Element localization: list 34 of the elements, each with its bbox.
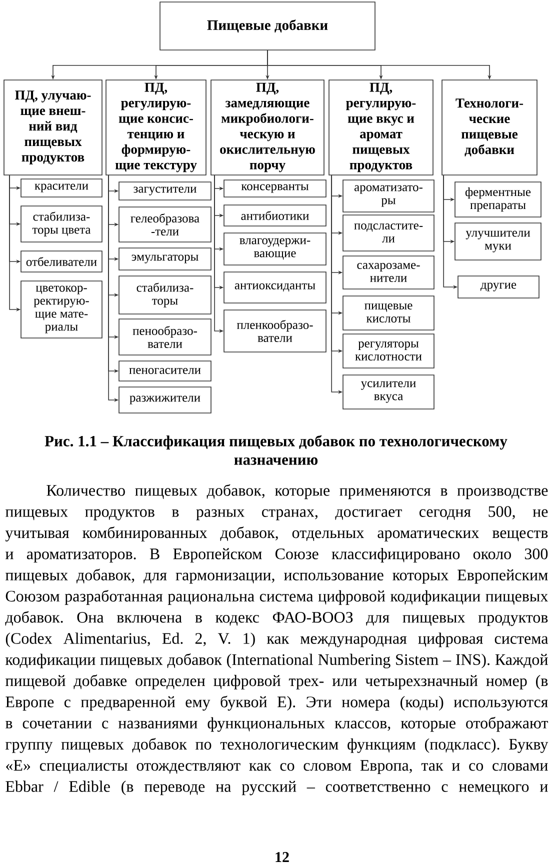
figure-caption: Рис. 1.1 – Классификация пищевых добавок по технологическому назначению (44, 435, 508, 465)
item-box: эмульгаторы (118, 248, 212, 270)
item-box: пленкообразо- ватели (224, 310, 326, 352)
category-box: Технологи- ческие пищевые добавки (442, 80, 538, 176)
category-box: ПД, регулирую- щие вкус и аромат пищевых продуктов (328, 80, 434, 176)
item-box: антибиотики (224, 204, 326, 226)
item-box: пищевые кислоты (342, 296, 434, 330)
item-box: ароматизато- ры (342, 180, 434, 212)
item-box: усилители вкуса (342, 374, 434, 410)
category-box: ПД, регулирую- щие консис- тенцию и формирую- щие текстуру (106, 80, 206, 176)
item-box: отбеливатели (20, 250, 102, 272)
body-paragraph: Количество пищевых добавок, которые применяются в производстве пищевых продуктов в разных странах, достигает сегодня 500, не учитывая комбинированных добавок, отдельных ароматических веществ и ароматизаторов. В Европейском Союзе классифицировано около 300 пищевых добавок, для гармонизации, использование которых Европейским Союзом разработанная рациональна система цифровой кодификации пищевых добавок. Она включена в кодекс ФАО-ВООЗ для пищевых продуктов (Codex Alimentarius, Ed. 2, V. 1) как международная цифровая система кодификации пищевых добавок (International Numbering Sistem – INS). Каждой пищевой добавке определен цифровой трех- или четырехзначный номер (в Европе с предваренной ему буквой Е). Эти номера (коды) используются в сочетании с названиями функциональных классов, которые отображают группу пищевых добавок по технологическим функциям (подкласс). Букву «Е» специалисты отождествляют как со словом Европа, так и со словами Ebbar / Edible (в переводе на русский – соответственно с немецкого и (5, 484, 548, 796)
item-box: гелеобразова -тели (118, 206, 212, 242)
root-box: Пищевые добавки (160, 2, 376, 50)
item-box: стабилиза- торы (118, 276, 212, 314)
item-box: стабилиза- торы цвета (20, 206, 102, 242)
item-box: разжижители (118, 386, 212, 414)
item-box: улучшители муки (454, 222, 542, 260)
item-box: антиоксиданты (224, 272, 326, 304)
item-box: красители (20, 178, 102, 198)
item-box: регуляторы кислотности (342, 334, 434, 368)
item-box: загустители (118, 182, 212, 200)
item-box: влагоудержи- вающие (224, 232, 326, 266)
item-box: цветокор- ректирую- щие мате- риалы (20, 280, 102, 338)
item-box: ферментные препараты (454, 182, 542, 218)
item-box: сахарозаме- нители (342, 256, 434, 290)
item-box: подсластите- ли (342, 214, 434, 252)
page-number: 12 (276, 852, 289, 862)
item-box: пеногасители (118, 360, 212, 382)
item-box: другие (458, 276, 540, 298)
item-box: консерванты (224, 180, 326, 198)
category-box: ПД, улучаю- щие внеш- ний вид пищевых продуктов (4, 80, 102, 176)
category-box: ПД, замедляющие микробиологи- ческую и окислительную порчу (210, 80, 324, 176)
item-box: пенообразо- ватели (118, 318, 212, 356)
